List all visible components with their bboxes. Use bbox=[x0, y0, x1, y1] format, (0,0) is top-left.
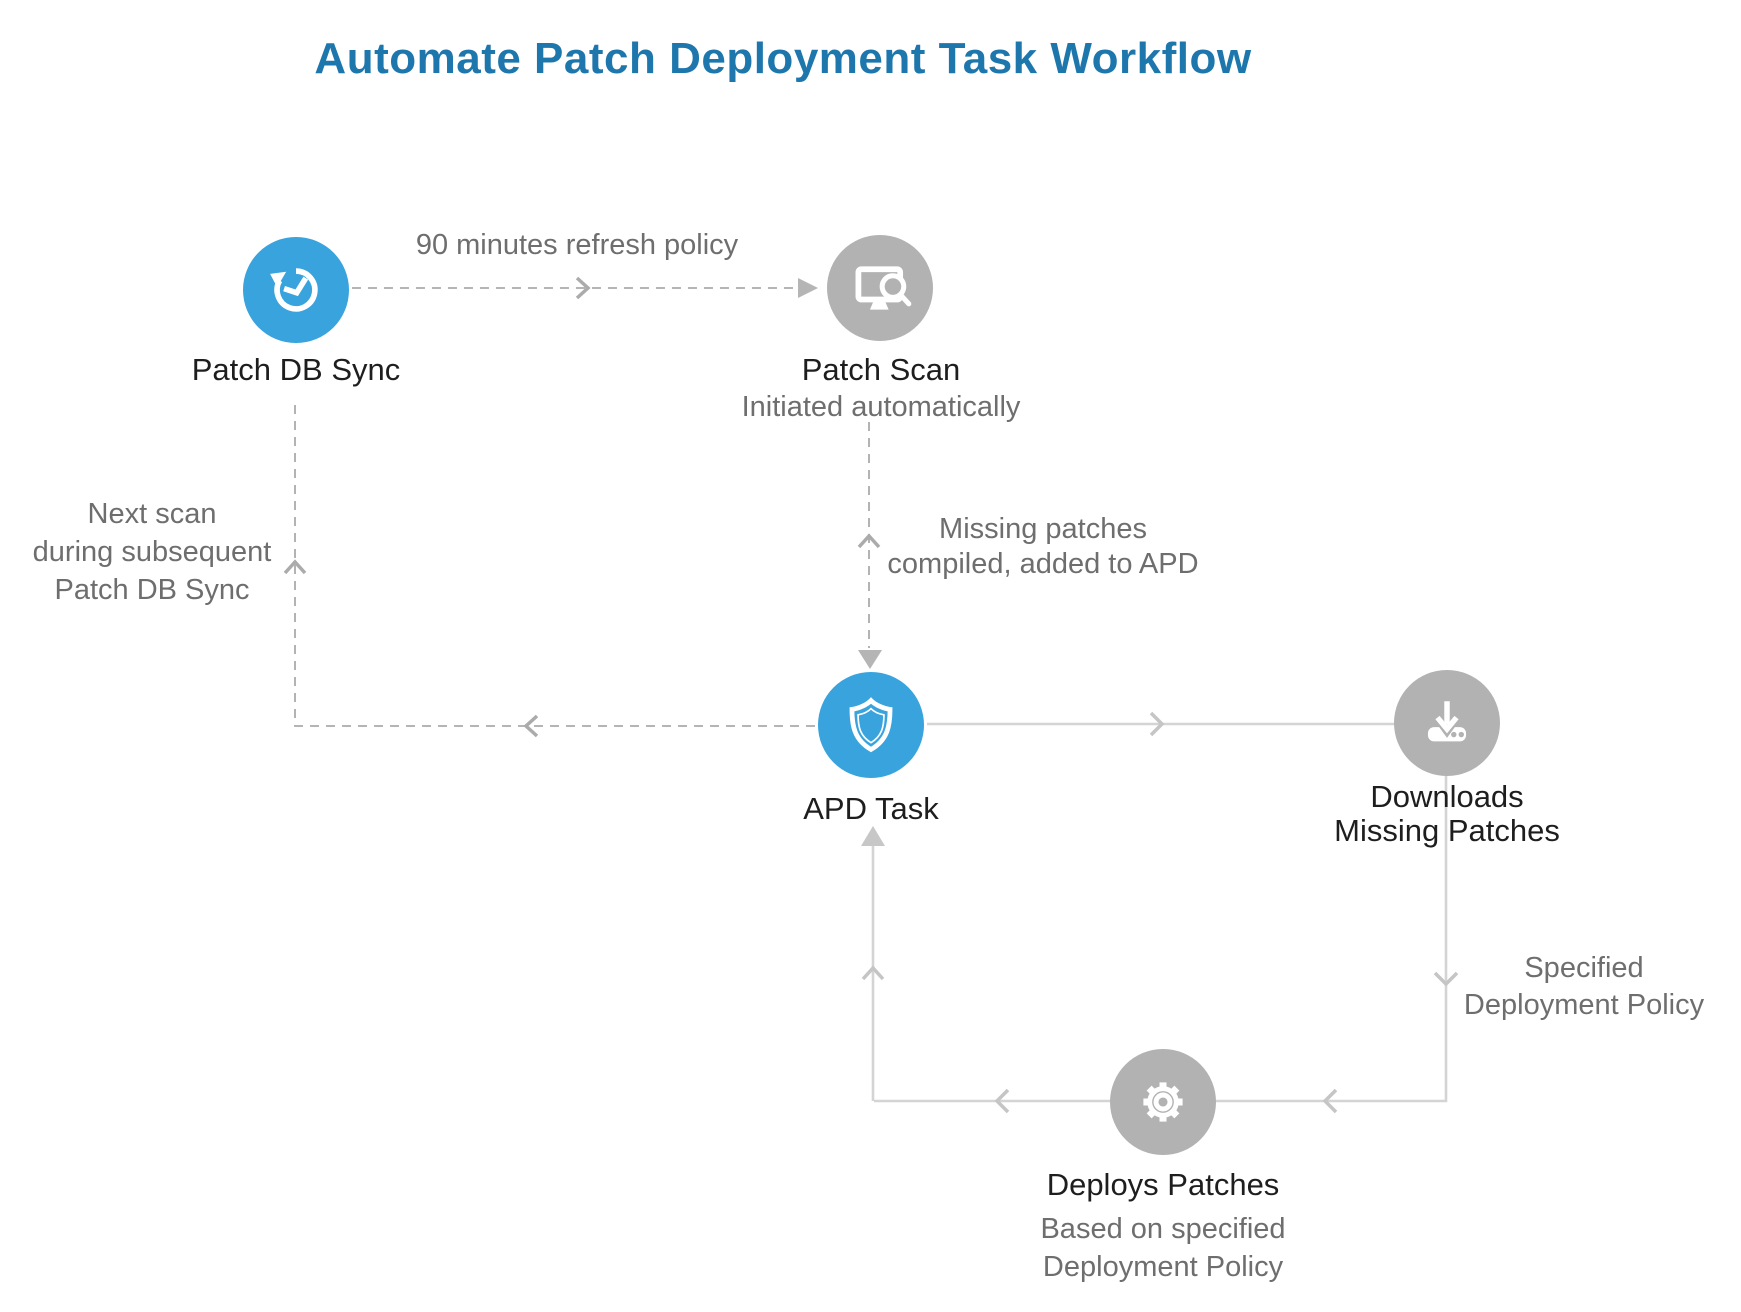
patch-scan-sublabel: Initiated automatically bbox=[741, 391, 1021, 423]
gear-icon bbox=[1110, 1049, 1216, 1155]
deploys-patches-sublabel: Based on specified Deployment Policy bbox=[1040, 1213, 1286, 1283]
history-sync-icon bbox=[243, 237, 349, 343]
deploys-patches-label: Deploys Patches bbox=[1046, 1167, 1280, 1202]
download-icon bbox=[1394, 670, 1500, 776]
patch-scan-label: Patch Scan bbox=[801, 352, 961, 387]
page-title: Automate Patch Deployment Task Workflow bbox=[314, 34, 1252, 83]
edge-label-specified-policy: Specified Deployment Policy bbox=[1463, 952, 1705, 1021]
edge-label-refresh-policy: 90 minutes refresh policy bbox=[415, 229, 739, 261]
patch-db-sync-label: Patch DB Sync bbox=[191, 352, 401, 387]
apd-task-label: APD Task bbox=[803, 791, 939, 826]
edge-label-missing-patches: Missing patches compiled, added to APD bbox=[887, 513, 1199, 580]
edge-label-next-scan: Next scan during subsequent Patch DB Syn… bbox=[32, 498, 272, 606]
shield-icon bbox=[818, 672, 924, 778]
monitor-search-icon bbox=[827, 235, 933, 341]
downloads-label: Downloads Missing Patches bbox=[1334, 779, 1560, 848]
